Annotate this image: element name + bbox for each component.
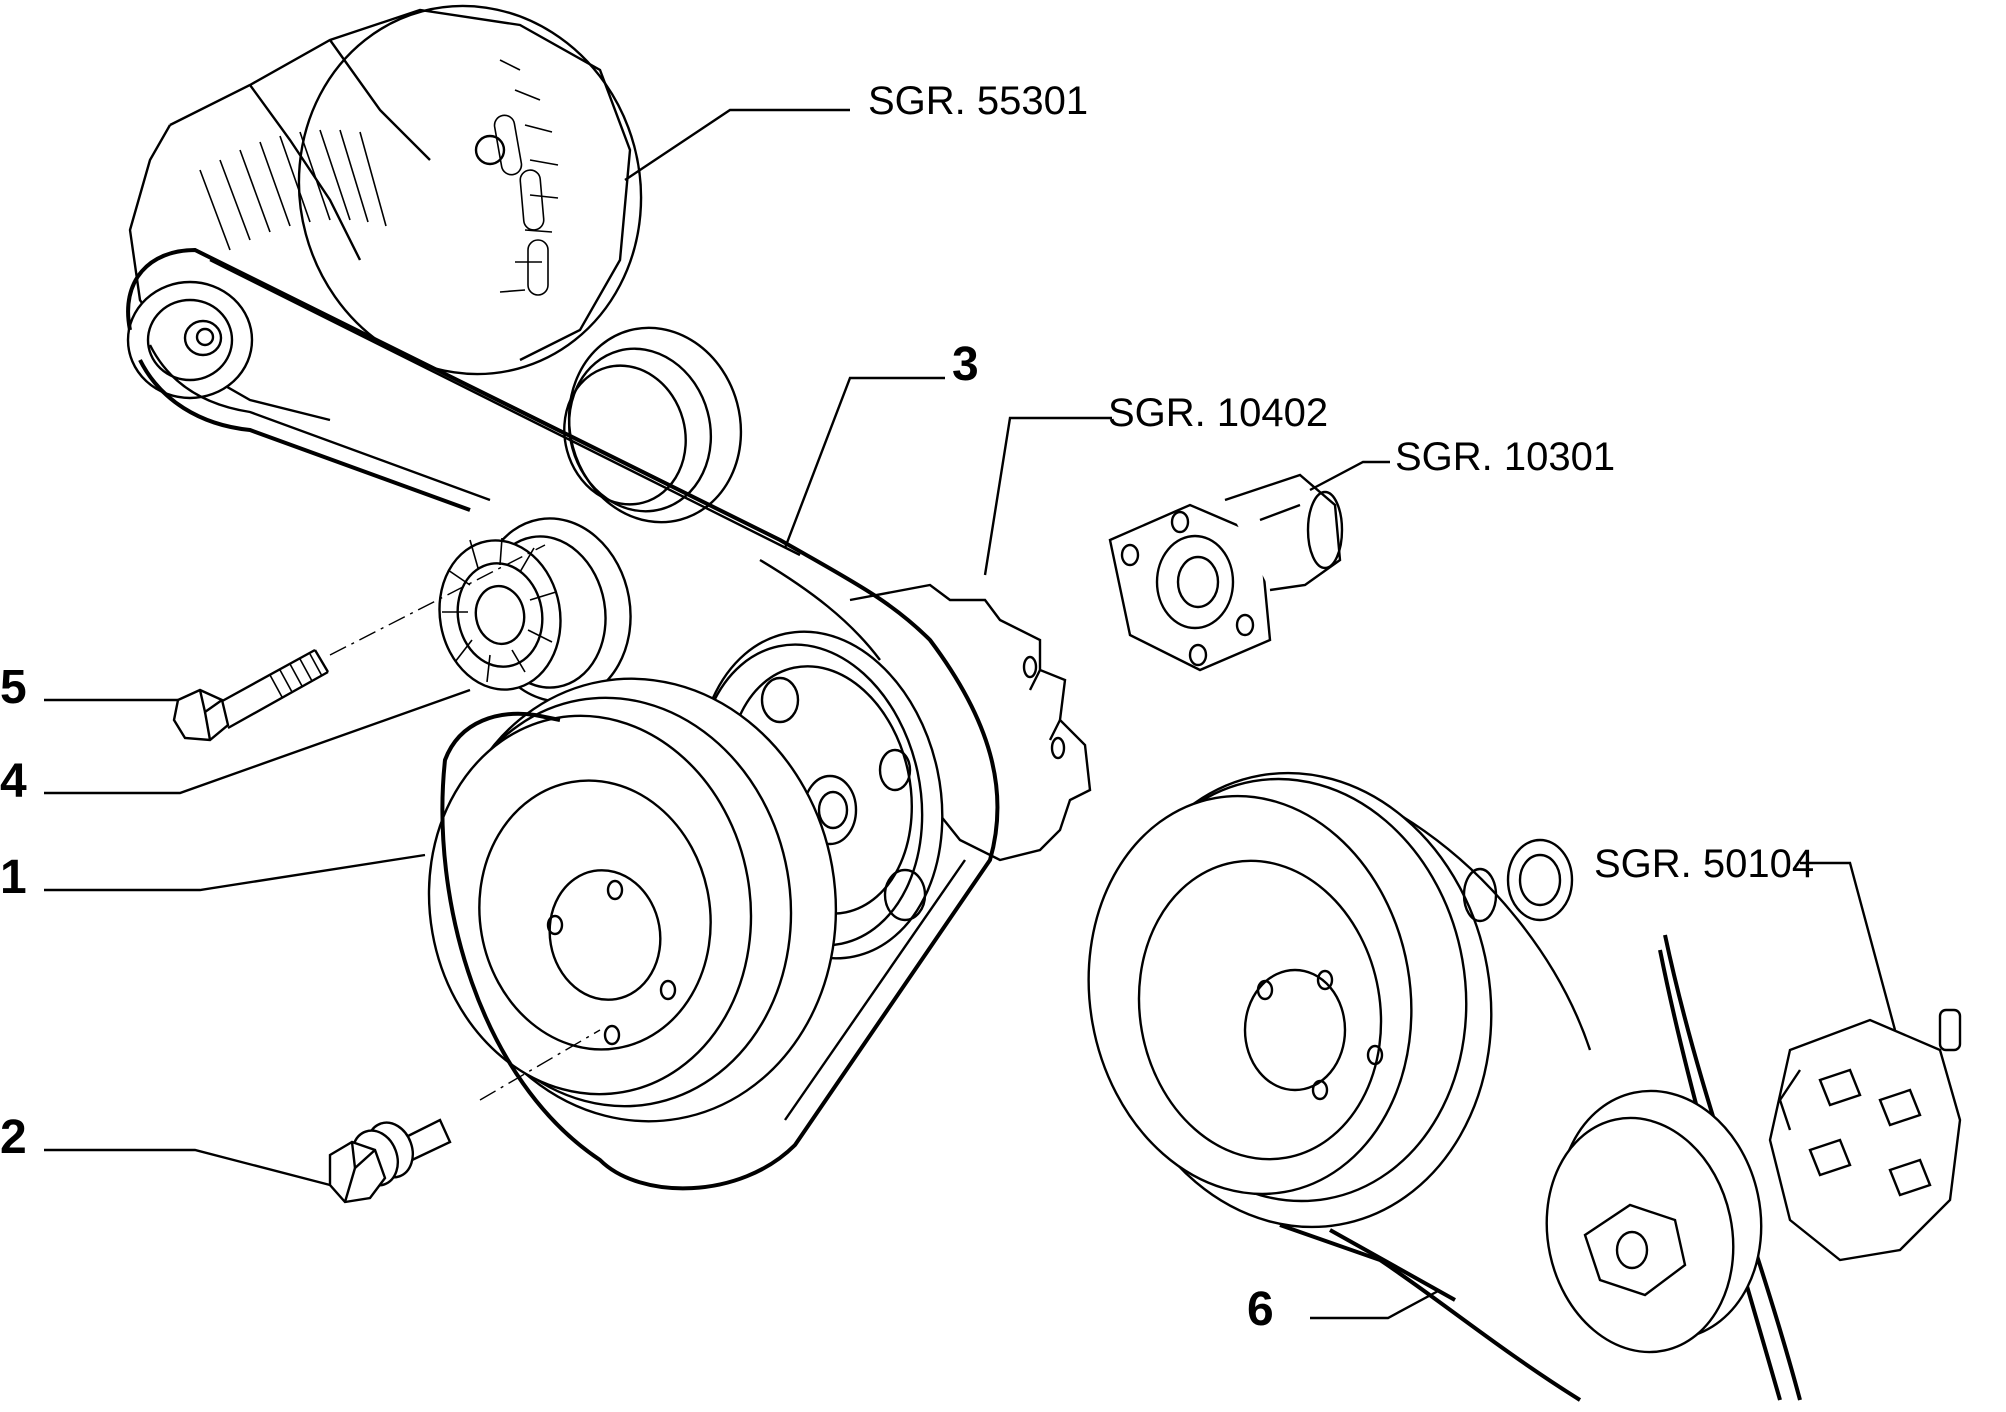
ref-sgr-10402-label: SGR. 10402 <box>1108 391 1328 435</box>
ref-sgr-55301-label: SGR. 55301 <box>868 79 1088 123</box>
crankshaft-pulley-drawing <box>427 677 838 1123</box>
upper-idler-pulley-drawing <box>563 326 743 524</box>
part-number-3: 3 <box>952 338 979 391</box>
tensioner-pulley-drawing <box>438 517 632 703</box>
part-number-6: 6 <box>1247 1283 1274 1336</box>
part-number-5: 5 <box>0 661 27 714</box>
ref-sgr-10301-label: SGR. 10301 <box>1395 435 1615 479</box>
thermostat-housing-drawing <box>1108 473 1344 672</box>
assembly-axis-crank <box>479 1029 601 1101</box>
lower-crank-pulley-drawing <box>1087 771 1592 1229</box>
ref-sgr-50104-label: SGR. 50104 <box>1594 842 1814 886</box>
alternator-drawing <box>126 4 643 422</box>
part-number-1: 1 <box>0 851 27 904</box>
assembly-axis-tensioner <box>329 544 546 656</box>
leader-lines <box>44 108 1897 1320</box>
part-number-2: 2 <box>0 1111 27 1164</box>
screw-2-drawing <box>328 1118 452 1204</box>
part-number-4: 4 <box>0 755 27 808</box>
ac-compressor-drawing <box>1545 1008 1962 1354</box>
bolt-5-drawing <box>172 648 330 742</box>
drive-belt-drawing <box>126 247 1000 1191</box>
